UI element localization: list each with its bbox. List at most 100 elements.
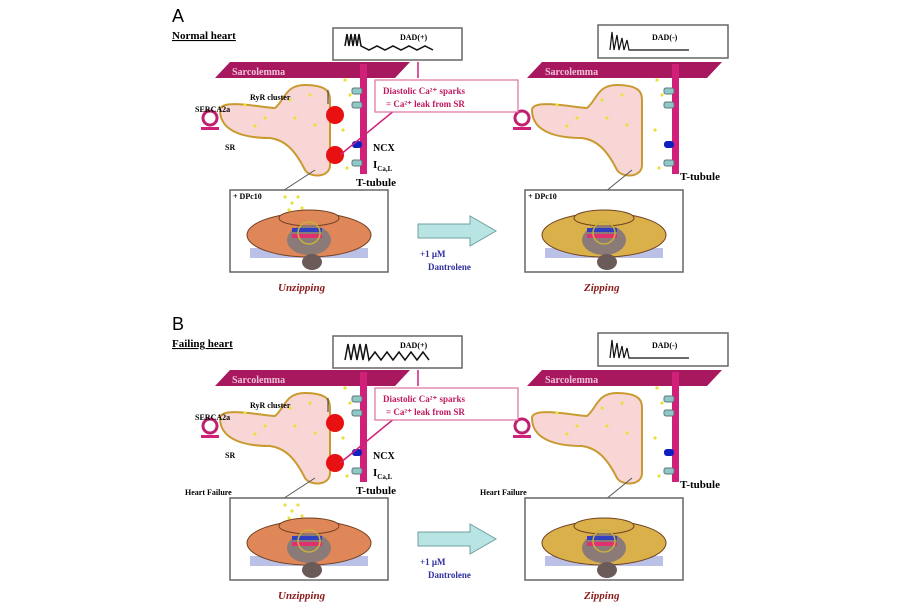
sarcolemma-label-left: Sarcolemma	[232, 375, 285, 386]
calcium-ion	[290, 201, 294, 205]
ncx-label: NCX	[373, 451, 395, 462]
serca-label: SERCA2a	[195, 413, 230, 422]
l-type-channel	[351, 395, 363, 403]
calcium-ion	[308, 401, 312, 405]
dad-left-label: DAD(+)	[400, 33, 428, 42]
calcium-ion	[343, 78, 347, 82]
dad-right-label: DAD(-)	[652, 33, 678, 42]
calcium-ion	[343, 386, 347, 390]
calcium-ion	[243, 411, 247, 415]
t-tubule-membrane	[672, 372, 679, 482]
sarcoplasmic-reticulum	[218, 83, 331, 177]
calcium-ion	[565, 432, 569, 436]
calcium-ion	[660, 93, 664, 97]
ryr-release-unit	[326, 414, 344, 432]
calcium-ion	[657, 474, 661, 478]
unzipped-condition-label: Heart Failure	[185, 488, 232, 497]
calcium-ion	[308, 93, 312, 97]
dad-trace-box-right	[597, 24, 729, 59]
l-type-channel	[663, 395, 675, 403]
calcium-ion	[287, 208, 291, 212]
calcium-ion	[575, 116, 579, 120]
state-zipping: Zipping	[583, 590, 620, 602]
callout-box	[374, 387, 519, 421]
panel-letter: A	[172, 6, 184, 26]
sarcoplasmic-reticulum	[530, 391, 643, 485]
calcium-ion	[263, 424, 267, 428]
calcium-ion	[600, 98, 604, 102]
ical-label: ICa,L	[373, 467, 393, 481]
calcium-ion	[600, 406, 604, 410]
unzipped-domain-circle	[297, 221, 321, 245]
l-type-channel	[663, 467, 675, 475]
sarcoplasmic-reticulum	[530, 83, 643, 177]
dad-trace-box-left	[332, 27, 463, 61]
calcium-ion	[625, 431, 629, 435]
zipped-ryr-foot	[597, 254, 617, 270]
calcium-ion	[296, 195, 300, 199]
l-type-channel	[663, 409, 675, 417]
t-tubule-membrane	[360, 372, 367, 482]
treatment-dose: +1 μM	[420, 557, 446, 567]
calcium-ion	[625, 123, 629, 127]
ical-main: I	[373, 159, 377, 171]
l-type-channel	[663, 159, 675, 167]
t-tubule-membrane	[360, 64, 367, 174]
calcium-ion	[653, 128, 657, 132]
serca-pump	[201, 109, 219, 127]
t-tubule-label-right: T-tubule	[680, 171, 720, 183]
ryr-release-unit	[326, 454, 344, 472]
callout-line-1: Diastolic Ca²⁺ sparks	[383, 394, 465, 404]
calcium-ion	[341, 128, 345, 132]
t-tubule-label-right: T-tubule	[680, 479, 720, 491]
serca-base	[201, 435, 219, 438]
calcium-ion	[288, 406, 292, 410]
ical-label: ICa,L	[373, 159, 393, 173]
calcium-ion	[253, 124, 257, 128]
callout-line-2: = Ca²⁺ leak from SR	[386, 99, 465, 109]
ncx-exchanger	[664, 449, 674, 456]
serca-base	[201, 127, 219, 130]
calcium-ion	[300, 206, 304, 210]
unzipped-ryr-top	[278, 517, 340, 535]
sr-label: SR	[225, 143, 235, 152]
panel-letter: B	[172, 314, 184, 334]
calcium-ion	[565, 124, 569, 128]
calcium-ion	[605, 116, 609, 120]
l-type-channel	[663, 87, 675, 95]
zipped-ryr-top	[573, 209, 635, 227]
ryr-cluster-label: RyR cluster	[250, 93, 291, 102]
callout-pointer	[339, 417, 396, 464]
ryr-cluster-label: RyR cluster	[250, 401, 291, 410]
l-type-channel	[663, 101, 675, 109]
callout-line-1: Diastolic Ca²⁺ sparks	[383, 86, 465, 96]
l-type-channel	[351, 159, 363, 167]
calcium-ion	[283, 503, 287, 507]
calcium-ion	[653, 436, 657, 440]
unzipped-ryr-foot	[302, 254, 322, 270]
treatment-arrow	[417, 215, 498, 247]
calcium-ion	[253, 432, 257, 436]
dad-trace-right	[609, 339, 689, 359]
dad-trace-box-left	[332, 335, 463, 369]
t-tubule-label-left: T-tubule	[356, 177, 396, 189]
treatment-drug: Dantrolene	[428, 262, 471, 272]
calcium-ion	[555, 411, 559, 415]
calcium-ion	[293, 424, 297, 428]
callout-line-2: = Ca²⁺ leak from SR	[386, 407, 465, 417]
zipped-domain-circle	[592, 529, 616, 553]
calcium-ion	[348, 93, 352, 97]
calcium-ion	[655, 78, 659, 82]
unzipped-condition-label: + DPc10	[233, 192, 262, 201]
t-tubule-label-left: T-tubule	[356, 485, 396, 497]
l-type-channel	[351, 409, 363, 417]
panel-title: Normal heart	[172, 30, 236, 42]
l-type-channel	[351, 101, 363, 109]
calcium-ion	[287, 516, 291, 520]
zipped-domain-n	[587, 228, 617, 232]
t-tubule-membrane	[672, 64, 679, 174]
calcium-ion	[263, 116, 267, 120]
unzipped-domain-c	[292, 542, 322, 546]
